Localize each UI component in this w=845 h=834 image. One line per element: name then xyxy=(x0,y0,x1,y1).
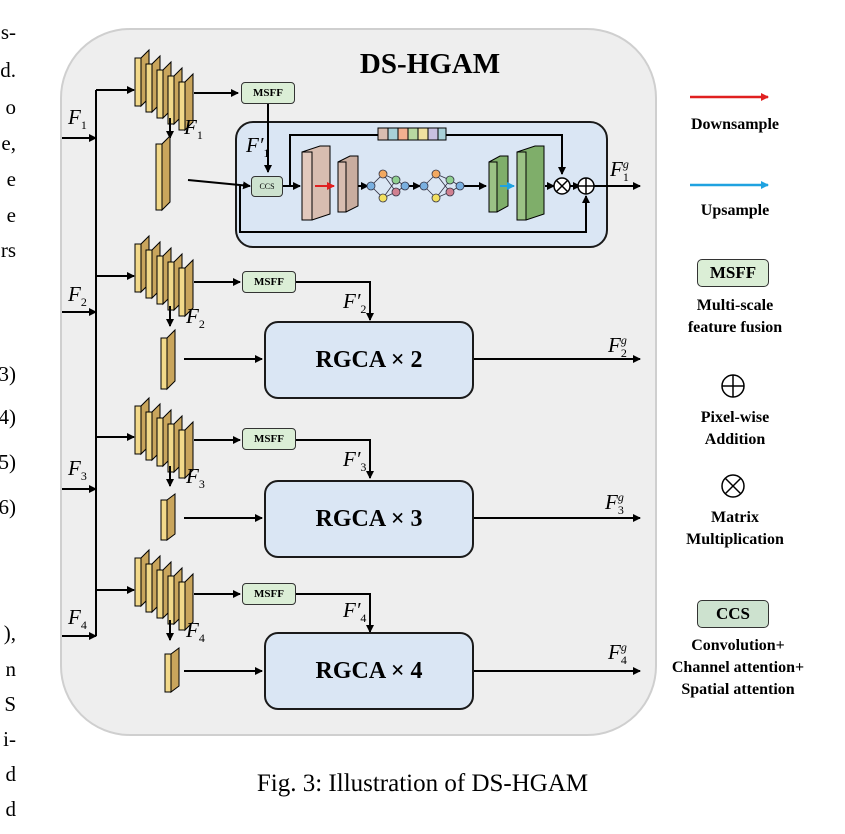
input-label: F4 xyxy=(68,605,87,633)
rgca-block: RGCA × 4 xyxy=(264,632,474,710)
legend-downsample: Downsample xyxy=(690,116,779,133)
matrix-multiplication-icon xyxy=(721,474,745,498)
msff-box: MSFF xyxy=(241,82,295,104)
pixel-addition-icon xyxy=(577,177,595,195)
legend-ccs-box: CCS xyxy=(697,600,769,628)
ccs-box: CCS xyxy=(251,176,283,197)
diagram-title: DS-HGAM xyxy=(359,48,501,80)
feature-label: F3 xyxy=(186,464,205,492)
row-4 xyxy=(134,549,641,693)
prime-label: F′1 xyxy=(246,133,270,161)
input-label: F3 xyxy=(68,456,87,484)
rgca-block: RGCA × 3 xyxy=(264,480,474,558)
feature-stack-icon xyxy=(134,549,194,631)
input-label: F2 xyxy=(68,282,87,310)
feature-label: F2 xyxy=(186,304,205,332)
prime-label: F′3 xyxy=(343,447,367,475)
pixel-addition-icon xyxy=(721,374,745,398)
output-label: Fg3 xyxy=(605,490,624,518)
msff-box: MSFF xyxy=(242,428,296,450)
output-label: Fg2 xyxy=(608,333,627,361)
prime-label: F′4 xyxy=(343,598,367,626)
row-3 xyxy=(134,397,641,541)
msff-box: MSFF xyxy=(242,583,296,605)
row-2 xyxy=(134,235,641,391)
feature-label: F4 xyxy=(186,618,205,646)
graph-network-icon xyxy=(419,169,465,203)
rgca-block: RGCA × 2 xyxy=(264,321,474,399)
feature-stack-icon xyxy=(134,397,194,479)
feature-stack-icon xyxy=(134,235,194,317)
legend-upsample: Upsample xyxy=(700,202,770,219)
output-label: Fg1 xyxy=(610,157,629,185)
graph-network-icon xyxy=(366,169,410,203)
feature-label: F1 xyxy=(184,115,203,143)
prime-label: F′2 xyxy=(343,289,367,317)
output-label: Fg4 xyxy=(608,640,627,668)
input-label: F1 xyxy=(68,105,87,133)
msff-box: MSFF xyxy=(242,271,296,293)
legend-msff-box: MSFF xyxy=(697,259,769,287)
matrix-multiplication-icon xyxy=(553,177,571,195)
legend-ccs-desc: Convolution+Channel attention+Spatial at… xyxy=(671,637,805,698)
figure-caption: Fig. 3: Illustration of DS-HGAM xyxy=(256,770,589,797)
row-1 xyxy=(134,49,641,233)
